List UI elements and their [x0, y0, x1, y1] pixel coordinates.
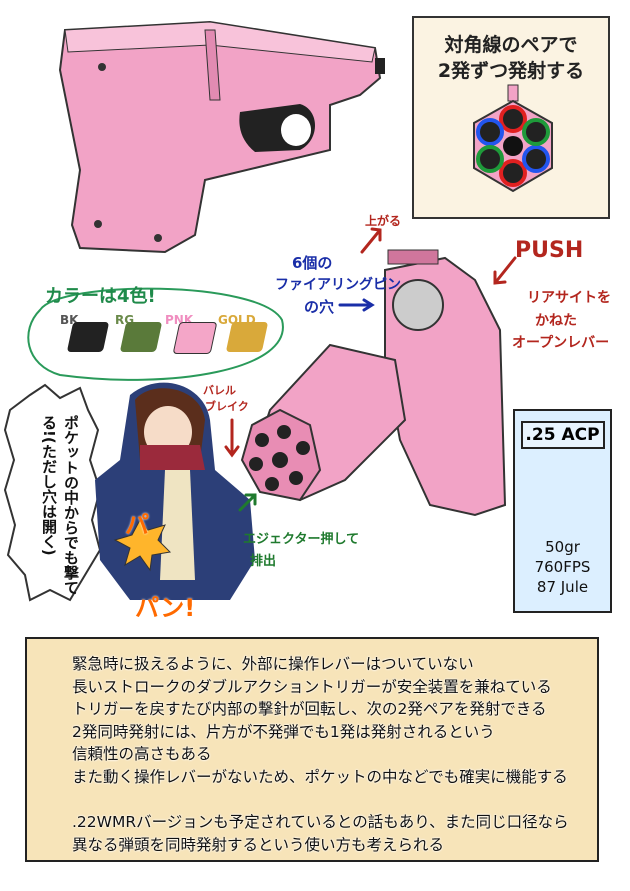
label-firing-pin-1: 6個の: [292, 254, 333, 272]
description-line: 2発同時発射には、片方が不発弾でも1発は発射されるという: [72, 722, 495, 741]
frame-swatch-pink: [172, 322, 218, 354]
speech-bubble: [3, 383, 102, 602]
sfx-pa: パ: [125, 511, 149, 539]
description-box: 緊急時に扱えるように、外部に操作レバーはついていない 長いストロークのダブルアク…: [25, 637, 599, 862]
description-line: トリガーを戻すたび内部の撃針が回転し、次の2発ペアを発射できる: [72, 700, 547, 719]
color-variants-callout: [27, 287, 284, 381]
cylinder-diagram: [473, 84, 553, 193]
ammo-energy: 87 Jule: [536, 578, 589, 596]
frame-swatch-green: [119, 322, 163, 352]
label-ejector-1: エジェクター押して: [243, 532, 360, 547]
colors-title: カラーは4色!: [45, 286, 156, 307]
ammo-velocity: 760FPS: [534, 558, 591, 576]
description-line: 信頼性の高さもある: [72, 745, 212, 764]
ammo-weight: 50gr: [545, 538, 580, 556]
pistol-closed-illustration: [58, 20, 385, 254]
label-barrel-break-1: バレル: [203, 384, 236, 397]
label-rear-sight-1: リアサイトを: [527, 290, 611, 306]
character-illustration: [95, 382, 255, 600]
label-rear-sight-2: かねた: [535, 313, 577, 329]
speech-text: ポケットの中からでも撃てる!(ただし穴は開く): [40, 415, 80, 595]
sfx-pan: パン!: [135, 594, 196, 622]
ammo-caliber: .25 ACP: [520, 421, 605, 449]
cylinder-diagram-panel: 対角線のペアで 2発ずつ発射する: [412, 16, 610, 219]
label-firing-pin-3: の穴: [304, 298, 335, 316]
description-line: また動く操作レバーがないため、ポケットの中などでも確実に機能する: [72, 767, 568, 786]
description-line: .22WMRバージョンも予定されているとの話もあり、また同じ口径なら: [72, 813, 569, 832]
label-barrel-break-2: ブレイク: [205, 400, 249, 413]
label-rises: 上がる: [365, 214, 402, 228]
pistol-open-illustration: [240, 249, 507, 517]
description-line: 緊急時に扱えるように、外部に操作レバーはついていない: [72, 655, 474, 673]
label-rear-sight-3: オープンレバー: [512, 335, 610, 351]
description-line: 長いストロークのダブルアクショントリガーが安全装置を兼ねている: [72, 677, 552, 696]
annotation-arrows: [224, 227, 517, 512]
diagram-caption-line2: 2発ずつ発射する: [437, 60, 585, 82]
description-line: 異なる弾頭を同時発射するという使い方も考えられる: [72, 835, 445, 854]
label-push: PUSH: [515, 238, 584, 263]
frame-swatch-black: [66, 322, 110, 352]
description-line: [72, 789, 597, 812]
frame-swatch-gold: [225, 322, 269, 352]
ammo-spec-panel: .25 ACP 50gr 760FPS 87 Jule: [513, 409, 612, 613]
diagram-caption-line1: 対角線のペアで: [444, 34, 578, 56]
label-firing-pin-2: ファイアリングピン: [275, 277, 401, 293]
label-ejector-2: 排出: [250, 554, 277, 569]
